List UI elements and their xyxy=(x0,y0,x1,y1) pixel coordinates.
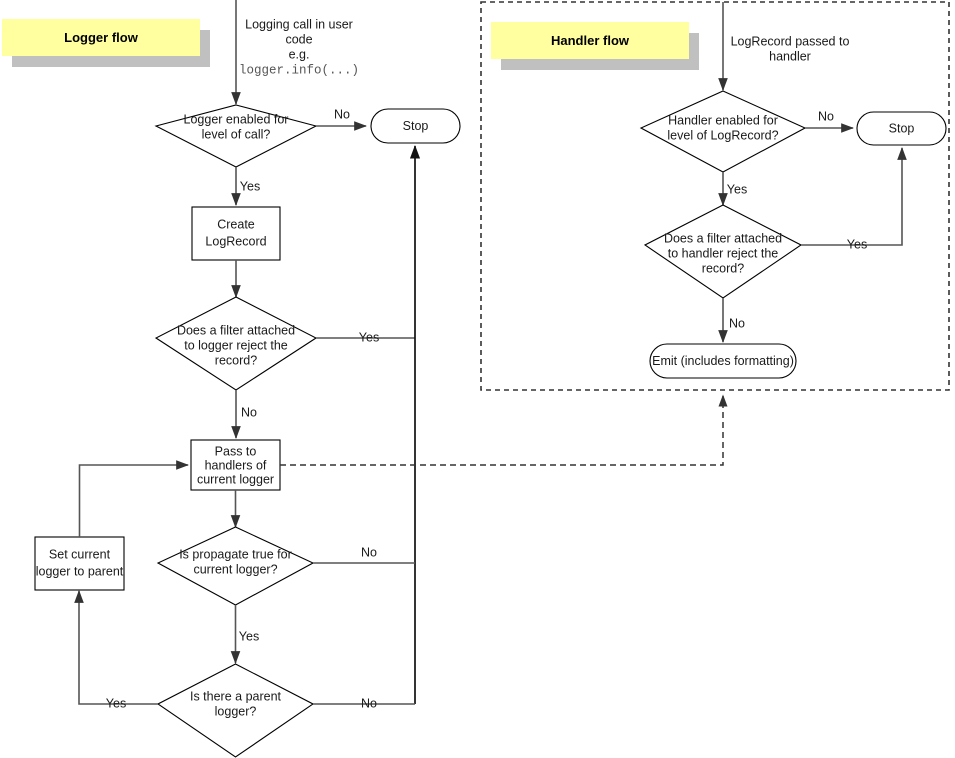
decision-logger-enabled-line2: level of call? xyxy=(202,127,271,141)
process-pass-to-handlers-line2: handlers of xyxy=(205,458,267,472)
logger-loop-back-connector xyxy=(78,460,189,537)
handler-flow-title-label: Handler flow xyxy=(551,33,630,48)
handler-stop-shape xyxy=(856,111,947,146)
logger-to-handler-dashed-connector xyxy=(280,394,728,466)
decision-handler-enabled-line2: level of LogRecord? xyxy=(667,128,778,142)
logger-entry-note: Logging call in user code e.g. logger.in… xyxy=(239,17,359,77)
logger-entry-note-code: logger.info(...) xyxy=(239,63,359,77)
handler-flow-group-box xyxy=(480,1,950,391)
logger-stop-terminator[interactable]: Stop xyxy=(370,108,461,144)
decision-logger-filter-line2: to logger reject the xyxy=(184,338,288,352)
logger-stop-shape xyxy=(370,108,461,144)
logger-flow-title-box xyxy=(2,19,200,56)
logger-flow-title: Logger flow xyxy=(2,19,210,67)
decision-propagate-line2: current logger? xyxy=(193,562,277,576)
handler-emit-label: Emit (includes formatting) xyxy=(652,354,794,368)
logger-entry-note-line1: Logging call in user xyxy=(245,17,353,31)
handler-level-no-label: No xyxy=(818,109,834,123)
decision-logger-enabled[interactable]: Logger enabled for level of call? xyxy=(154,104,318,168)
handler-stop-terminator[interactable]: Stop xyxy=(856,111,947,146)
logger-level-no-label: No xyxy=(334,107,350,121)
handler-flow-title: Handler flow xyxy=(491,22,699,70)
decision-logger-filter-line1: Does a filter attached xyxy=(177,323,295,337)
process-create-logrecord-shape xyxy=(191,206,281,261)
decision-parent-logger-line1: Is there a parent xyxy=(190,689,282,703)
decision-parent-logger-line2: logger? xyxy=(215,704,257,718)
decision-handler-enabled-line1: Handler enabled for xyxy=(668,113,778,127)
process-pass-to-handlers-line1: Pass to xyxy=(215,444,257,458)
decision-handler-filter-line3: record? xyxy=(702,261,744,275)
process-set-current-logger-line1: Set current xyxy=(49,547,111,561)
logger-entry-note-line2: code xyxy=(285,32,312,46)
decision-handler-filter-line1: Does a filter attached xyxy=(664,231,782,245)
decision-handler-filter-line2: to handler reject the xyxy=(668,246,779,260)
decision-propagate-line1: Is propagate true for xyxy=(179,547,292,561)
decision-handler-filter[interactable]: Does a filter attached to handler reject… xyxy=(643,204,803,299)
handler-filter-yes-label: Yes xyxy=(847,237,867,251)
logger-parent-no-label: No xyxy=(361,696,377,710)
logger-propagate-no-label: No xyxy=(361,545,377,559)
decision-parent-logger-shape xyxy=(156,663,315,758)
process-create-logrecord-line2: LogRecord xyxy=(205,234,266,248)
handler-entry-note: LogRecord passed to handler xyxy=(731,34,850,63)
process-set-current-logger-shape xyxy=(34,536,125,591)
decision-propagate[interactable]: Is propagate true for current logger? xyxy=(156,526,315,606)
process-create-logrecord-line1: Create xyxy=(217,217,255,231)
handler-entry-note-line1: LogRecord passed to xyxy=(731,34,850,48)
decision-parent-logger[interactable]: Is there a parent logger? xyxy=(156,663,315,758)
handler-emit-terminator[interactable]: Emit (includes formatting) xyxy=(649,343,797,379)
decision-handler-enabled[interactable]: Handler enabled for level of LogRecord? xyxy=(639,90,807,173)
handler-level-yes-label: Yes xyxy=(727,182,747,196)
handler-entry-note-line2: handler xyxy=(769,49,811,63)
process-create-logrecord[interactable]: Create LogRecord xyxy=(191,206,281,261)
decision-logger-enabled-line1: Logger enabled for xyxy=(184,112,289,126)
handler-flow-title-box xyxy=(491,22,689,59)
logger-flow-title-label: Logger flow xyxy=(64,30,139,45)
process-set-current-logger[interactable]: Set current logger to parent xyxy=(34,536,125,591)
logger-parent-yes-connector xyxy=(74,590,158,705)
logger-filter-yes-label: Yes xyxy=(359,330,379,344)
logger-level-yes-label: Yes xyxy=(240,179,260,193)
handler-stop-label: Stop xyxy=(889,121,915,135)
handler-filter-no-label: No xyxy=(729,316,745,330)
decision-logger-filter[interactable]: Does a filter attached to logger reject … xyxy=(154,296,318,391)
process-pass-to-handlers-line3: current logger xyxy=(197,472,274,486)
logger-entry-note-line3: e.g. xyxy=(289,47,310,61)
logger-propagate-yes-label: Yes xyxy=(239,629,259,643)
logger-parent-yes-label: Yes xyxy=(106,696,126,710)
handler-filter-yes-connector xyxy=(801,147,907,246)
process-set-current-logger-line2: logger to parent xyxy=(36,564,124,578)
logger-stop-label: Stop xyxy=(403,119,429,133)
decision-logger-filter-line3: record? xyxy=(215,353,257,367)
logger-filter-no-label: No xyxy=(241,405,257,419)
process-pass-to-handlers[interactable]: Pass to handlers of current logger xyxy=(190,439,281,491)
handler-emit-shape xyxy=(649,343,797,379)
